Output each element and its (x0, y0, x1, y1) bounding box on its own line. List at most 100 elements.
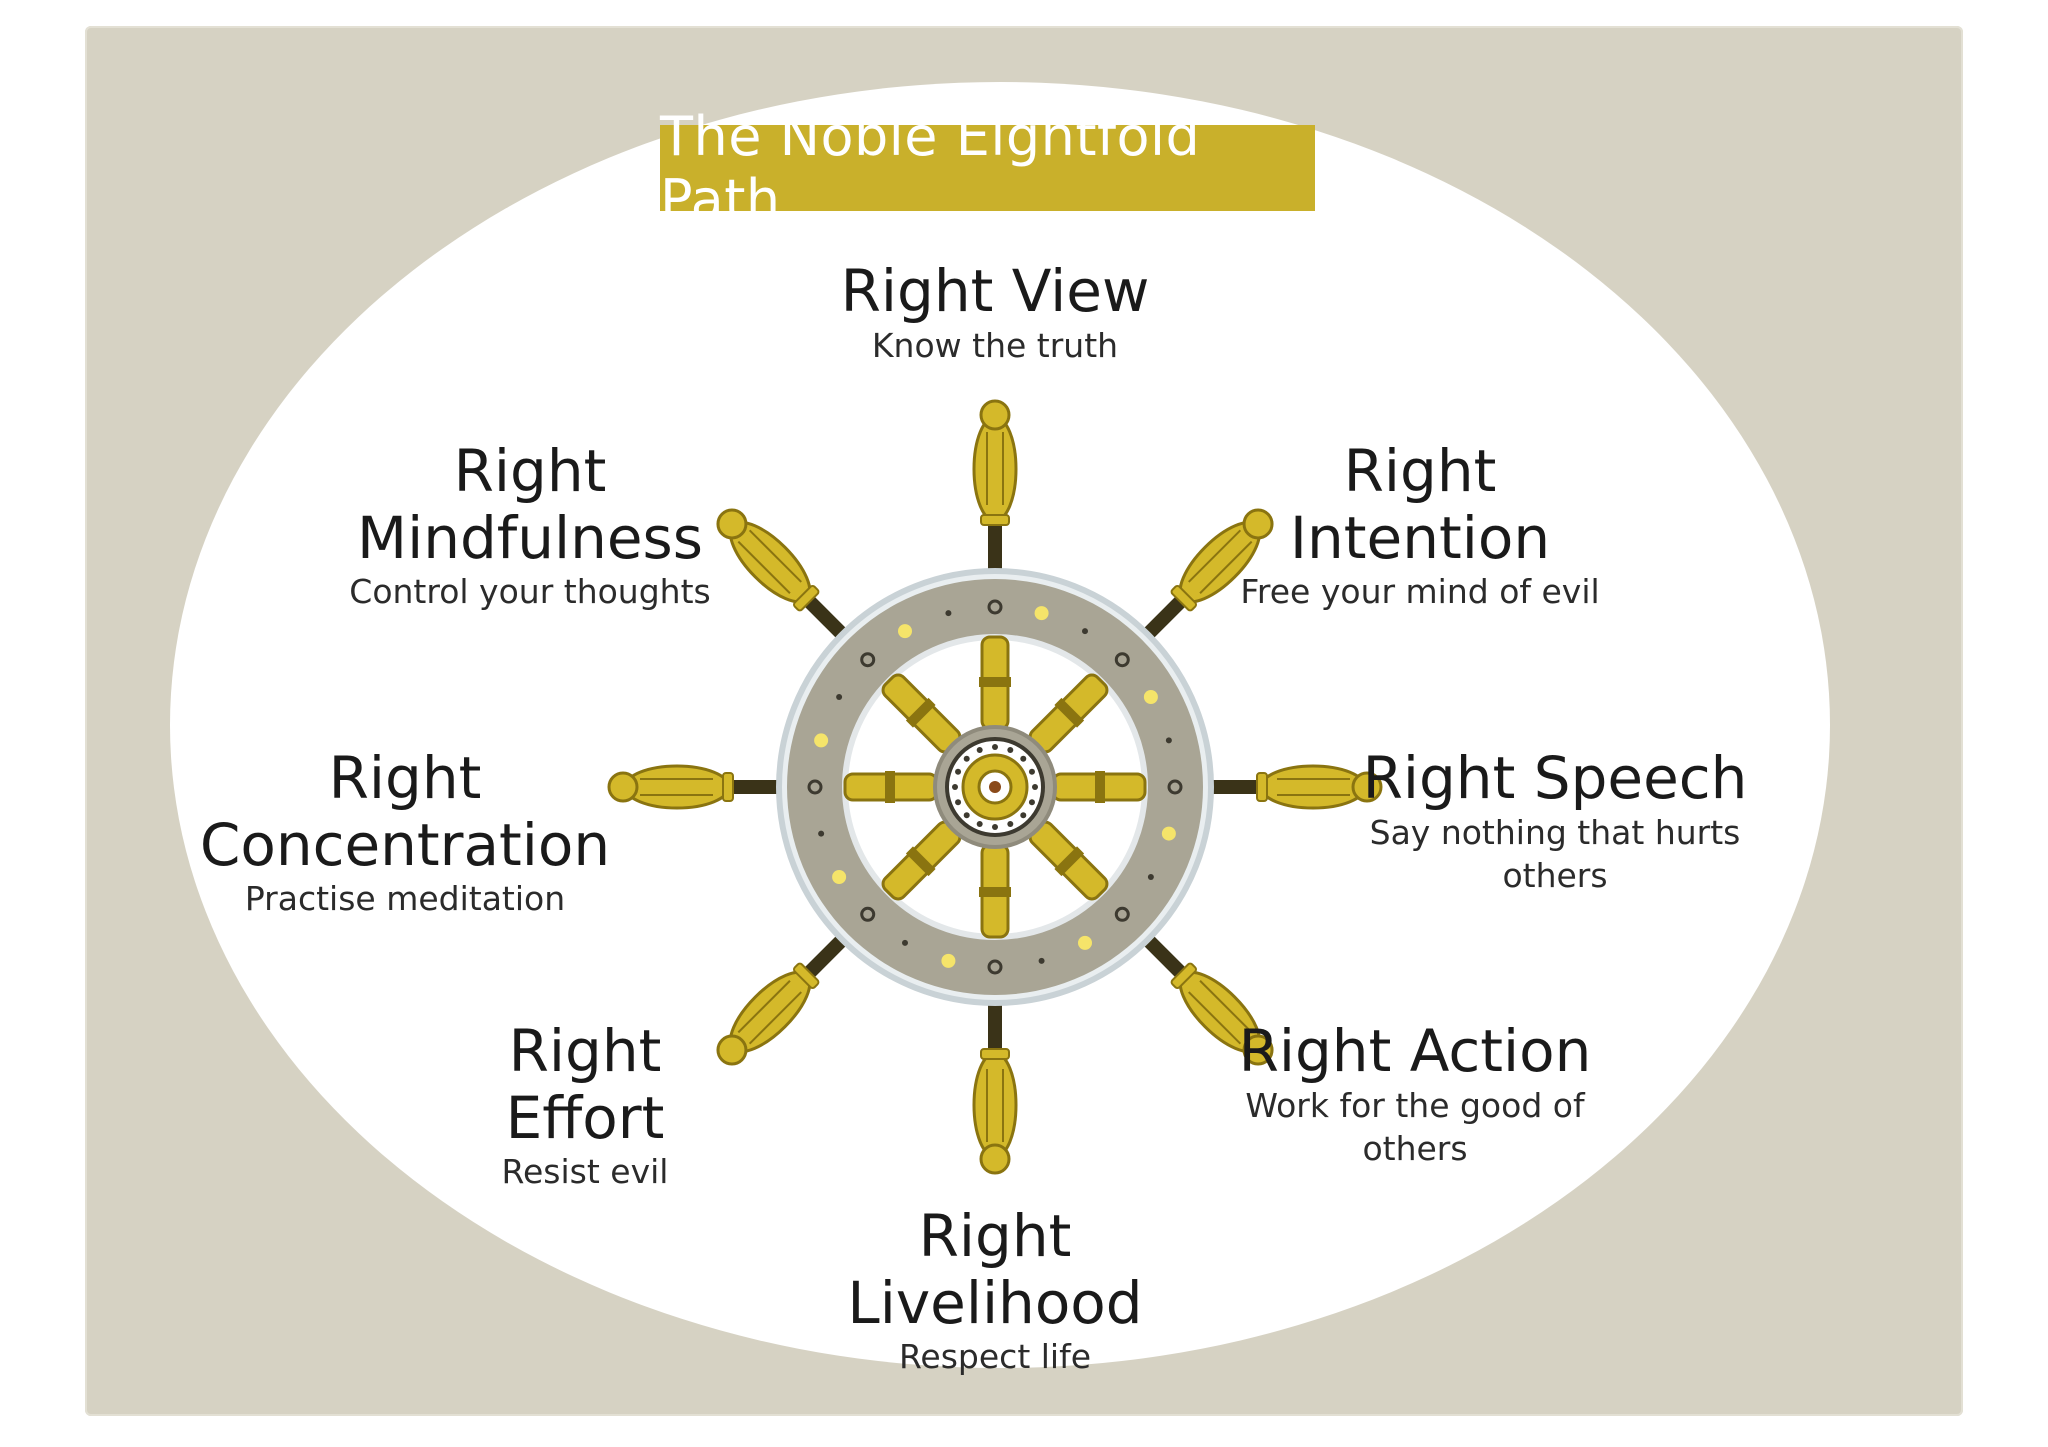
wheel-handle (607, 764, 793, 810)
handle-collar (1170, 585, 1197, 612)
inner-spoke (979, 843, 1011, 939)
label-title: Right Intention (1289, 437, 1551, 572)
label-description: Control your thoughts (349, 572, 711, 612)
label-right-view: Right View Know the truth (790, 258, 1200, 368)
ring-stud (860, 652, 876, 668)
handle-collar (1256, 772, 1268, 802)
handle-groove (748, 529, 802, 583)
ring-light (1143, 690, 1158, 704)
label-title: Right Action (1238, 1017, 1592, 1085)
handle-grip (972, 415, 1018, 523)
hub-dot (1007, 747, 1014, 754)
handle-knob (1242, 1034, 1274, 1066)
page-title: The Noble Eightfold Path (660, 105, 1201, 231)
ring-stud (1114, 906, 1130, 922)
spoke-band (1054, 697, 1085, 728)
handle-groove (737, 540, 791, 594)
spoke-band (1095, 771, 1105, 803)
label-title: Right Effort (505, 1017, 665, 1152)
ring-dot (818, 830, 825, 837)
handle-knob (607, 771, 639, 803)
ring-light (1034, 606, 1049, 621)
ring-dot (1165, 737, 1172, 744)
ring-dot (945, 610, 952, 617)
handle-collar (1170, 962, 1197, 989)
ring-stud (807, 779, 823, 795)
handle-collar (722, 772, 734, 802)
hub-dot (976, 820, 983, 827)
ring-dot (1082, 628, 1088, 635)
handle-groove (1188, 991, 1242, 1045)
label-right-effort: Right Effort Resist evil (430, 1018, 740, 1194)
label-right-mindfulness: Right Mindfulness Control your thoughts (300, 438, 760, 614)
handle-knob (716, 508, 748, 540)
hub-dot (1032, 784, 1038, 790)
title-banner: The Noble Eightfold Path (660, 105, 1315, 231)
hub-dot (1020, 812, 1027, 819)
handle-collar (980, 1048, 1010, 1060)
hub-dot (1028, 768, 1035, 775)
ring-stud (987, 599, 1003, 615)
spoke-band (979, 887, 1011, 897)
handle-groove (1199, 540, 1253, 594)
label-description: Resist evil (501, 1152, 669, 1192)
label-title: Right Mindfulness (357, 437, 703, 572)
ring-light (814, 733, 829, 748)
handle-knob (979, 1143, 1011, 1175)
handle-groove (748, 991, 802, 1045)
hub-dot (1007, 820, 1014, 827)
inner-spoke (843, 771, 939, 803)
hub-pin (989, 781, 1001, 793)
handle-groove (1188, 529, 1242, 583)
hub-dot (963, 812, 970, 819)
ring-light (832, 870, 847, 884)
wheel-handle (972, 989, 1018, 1175)
spoke-band (885, 771, 895, 803)
hub-dot (976, 747, 983, 754)
spoke-band (979, 677, 1011, 687)
ring-dot (902, 939, 908, 946)
handle-collar (793, 962, 820, 989)
hub-dot (992, 744, 998, 750)
label-right-action: Right Action Work for the good of others (1200, 1018, 1630, 1170)
ring-stud (987, 959, 1003, 975)
wheel-handle (972, 399, 1018, 585)
inner-spoke (979, 635, 1011, 731)
ring-dot (1147, 874, 1154, 880)
ring-light (1161, 826, 1176, 841)
label-title: Right Livelihood (847, 1202, 1143, 1337)
handle-groove (1199, 980, 1253, 1034)
spoke-band (905, 846, 936, 877)
ring-stud (1167, 779, 1183, 795)
spoke-band (905, 697, 936, 728)
label-title: Right View (840, 257, 1150, 325)
ring-dot (836, 694, 843, 700)
handle-knob (1242, 508, 1274, 540)
ring-dot (1038, 957, 1045, 964)
handle-groove (737, 980, 791, 1034)
ring-light (898, 624, 912, 639)
ring-stud (1114, 652, 1130, 668)
label-right-speech: Right Speech Say nothing that hurts othe… (1320, 745, 1790, 897)
label-description: Respect life (898, 1337, 1092, 1377)
label-right-livelihood: Right Livelihood Respect life (770, 1203, 1220, 1379)
label-title: Right Concentration (199, 744, 611, 879)
ring-stud (860, 906, 876, 922)
label-right-intention: Right Intention Free your mind of evil (1210, 438, 1630, 614)
label-title: Right Speech (1362, 744, 1748, 812)
handle-knob (979, 399, 1011, 431)
label-description: Work for the good of others (1245, 1085, 1585, 1168)
hub-dot (955, 799, 962, 806)
label-description: Know the truth (871, 325, 1119, 365)
label-description: Say nothing that hurts others (1369, 812, 1741, 895)
hub-dot (1020, 755, 1027, 762)
hub-dot (952, 784, 958, 790)
hub-dot (1028, 799, 1035, 806)
label-description: Free your mind of evil (1240, 572, 1600, 612)
handle-knob (1351, 771, 1383, 803)
ring-light (1078, 935, 1092, 950)
hub-dot (963, 755, 970, 762)
label-right-concentration: Right Concentration Practise meditation (160, 745, 650, 921)
ring-light (941, 953, 956, 968)
